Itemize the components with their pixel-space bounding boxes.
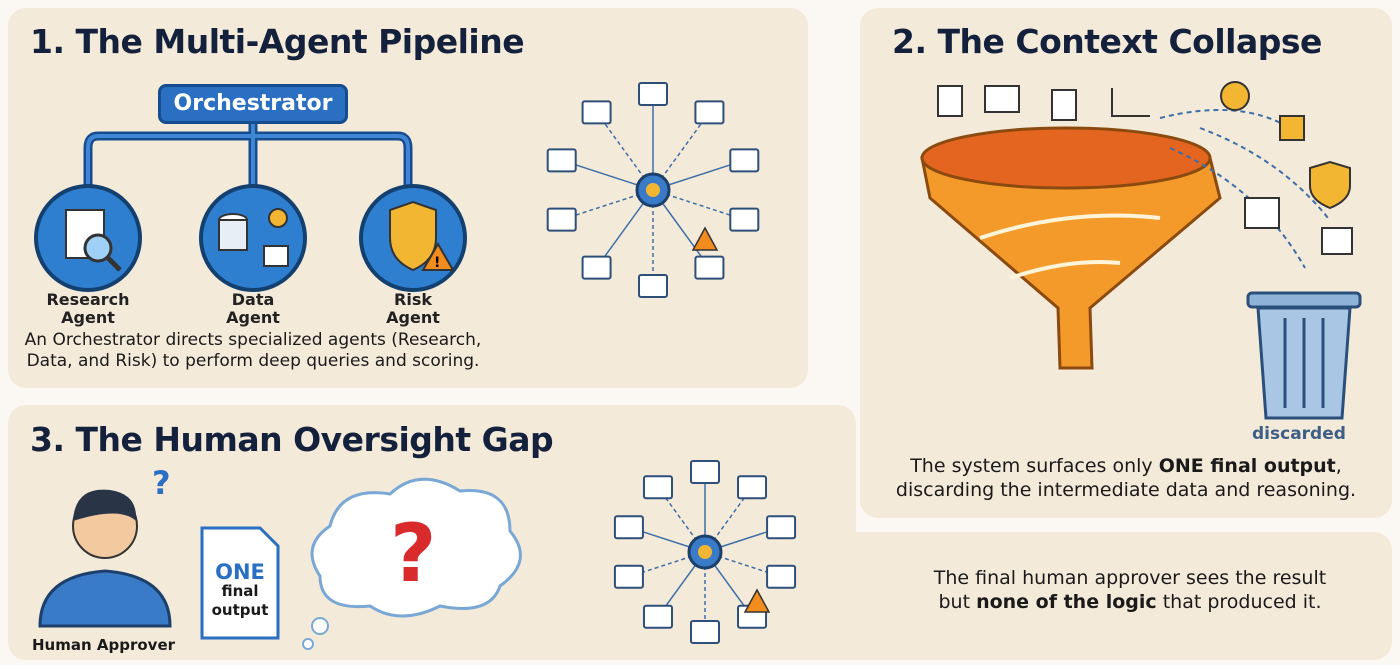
window-node-icon <box>694 100 725 125</box>
pipeline-panel: 1. The Multi-Agent Pipeline Orchestrator… <box>8 8 808 388</box>
shield-icon <box>1309 160 1351 210</box>
window-node-icon <box>690 620 720 644</box>
oversight-description: The final human approver sees the result… <box>933 567 1327 613</box>
oversight-illustration: ? ? <box>38 466 522 650</box>
agent-network-diagram <box>546 82 760 298</box>
window-node-icon <box>766 515 797 540</box>
collapse-description: The system surfaces only ONE final outpu… <box>895 455 1357 501</box>
collapse-title: 2. The Context Collapse <box>892 22 1322 61</box>
risk-agent-icon: ! <box>359 184 467 292</box>
window-node-icon <box>613 515 644 540</box>
window-node-icon <box>581 255 612 280</box>
pipeline-title: 1. The Multi-Agent Pipeline <box>30 22 525 61</box>
question-mark-icon: ? <box>152 466 171 502</box>
window-node-icon <box>766 564 797 589</box>
orchestrator-box: Orchestrator <box>158 84 348 124</box>
chip-icon <box>1279 115 1305 141</box>
window-node-icon <box>546 148 577 173</box>
window-node-icon <box>729 207 760 232</box>
input-document-icons <box>937 85 1150 121</box>
collapse-panel: 2. The Context Collapse discarded The sy… <box>860 8 1392 518</box>
window-node-icon <box>546 207 577 232</box>
hub-center <box>646 183 660 197</box>
svg-text:!: ! <box>434 255 440 271</box>
window-node-icon <box>581 100 612 125</box>
svg-text:?: ? <box>390 507 436 600</box>
hub-center <box>698 545 712 559</box>
oversight-title: 3. The Human Oversight Gap <box>30 420 554 459</box>
window-node-icon <box>638 274 668 298</box>
data-agent-icon <box>199 184 307 292</box>
agent-icons: ! <box>34 184 467 292</box>
human-approver-label: Human Approver <box>32 636 176 654</box>
thought-cloud-icon: ? <box>302 477 522 650</box>
human-approver-icon <box>38 489 172 628</box>
research-agent-icon <box>34 184 142 292</box>
pipeline-connectors <box>83 118 413 193</box>
agent-network-diagram-repeat <box>613 460 797 644</box>
warning-icon <box>743 588 771 613</box>
trash-can-icon <box>1246 291 1362 420</box>
window-node-icon <box>613 564 644 589</box>
warning-icon <box>691 226 719 251</box>
funnel-illustration <box>920 81 1362 420</box>
window-node-icon <box>729 148 760 173</box>
window-node-icon <box>642 604 673 629</box>
discarded-label: discarded <box>1252 424 1346 444</box>
pipeline-description: An Orchestrator directs specialized agen… <box>24 330 482 371</box>
gear-dollar-icon <box>1220 81 1250 111</box>
final-output-document-icon <box>200 526 280 640</box>
window-node-icon <box>642 475 673 500</box>
window-node-icon <box>737 475 768 500</box>
window-node-icon <box>638 82 668 106</box>
window-node-icon <box>690 460 720 484</box>
window-node-icon <box>694 255 725 280</box>
